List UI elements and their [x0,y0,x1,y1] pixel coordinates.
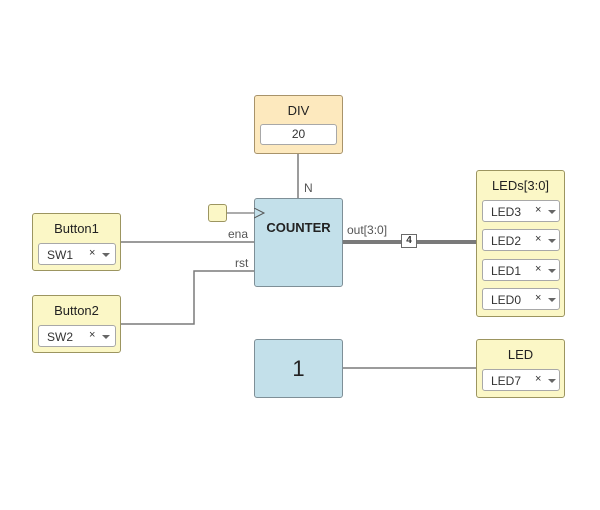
clear-icon[interactable]: × [535,233,542,245]
chevron-down-icon[interactable] [548,269,556,273]
div-value-input[interactable]: 20 [260,124,337,145]
counter-title: COUNTER [266,220,331,235]
leds-block[interactable]: LEDs[3:0] LED3 × LED2 × LED1 × LED0 × [476,170,565,317]
button2-title: Button2 [54,303,99,318]
chevron-down-icon[interactable] [102,335,110,339]
led-pin-select[interactable]: LED7 × [482,369,560,391]
led-title: LED [507,347,534,362]
button2-pin-value: SW2 [47,330,74,344]
button1-pin-select[interactable]: SW1 × [38,243,116,265]
clock-triangle-icon [254,208,266,219]
bus-width-badge: 4 [401,234,417,248]
chevron-down-icon[interactable] [102,253,110,257]
leds-pin-value: LED0 [491,293,522,307]
button1-block[interactable]: Button1 SW1 × [32,213,121,271]
leds-pin-select-0[interactable]: LED0 × [482,288,560,310]
chevron-down-icon[interactable] [548,239,556,243]
constant-block[interactable]: 1 [254,339,343,398]
chevron-down-icon[interactable] [548,298,556,302]
counter-port-out: out[3:0] [347,223,388,237]
leds-title: LEDs[3:0] [491,178,550,193]
div-title: DIV [287,103,310,118]
counter-port-n: N [304,181,313,195]
clock-input[interactable] [208,204,227,222]
leds-pin-select-2[interactable]: LED2 × [482,229,560,251]
div-block[interactable]: DIV 20 [254,95,343,154]
clear-icon[interactable]: × [89,247,96,259]
led-pin-value: LED7 [491,374,522,388]
counter-block[interactable]: COUNTER [254,198,343,287]
leds-pin-select-3[interactable]: LED3 × [482,200,560,222]
clear-icon[interactable]: × [535,263,542,275]
button2-block[interactable]: Button2 SW2 × [32,295,121,353]
counter-port-rst: rst [235,256,249,270]
button1-title: Button1 [54,221,99,236]
led-block[interactable]: LED LED7 × [476,339,565,398]
chevron-down-icon[interactable] [548,379,556,383]
clear-icon[interactable]: × [535,373,542,385]
constant-value: 1 [292,356,305,381]
leds-pin-value: LED2 [491,234,522,248]
counter-port-ena: ena [228,227,249,241]
chevron-down-icon[interactable] [548,210,556,214]
leds-pin-value: LED3 [491,205,522,219]
leds-pin-select-1[interactable]: LED1 × [482,259,560,281]
wire-button2-rst [120,270,254,325]
button1-pin-value: SW1 [47,248,74,262]
clear-icon[interactable]: × [89,329,96,341]
clear-icon[interactable]: × [535,292,542,304]
leds-pin-value: LED1 [491,264,522,278]
button2-pin-select[interactable]: SW2 × [38,325,116,347]
clear-icon[interactable]: × [535,204,542,216]
